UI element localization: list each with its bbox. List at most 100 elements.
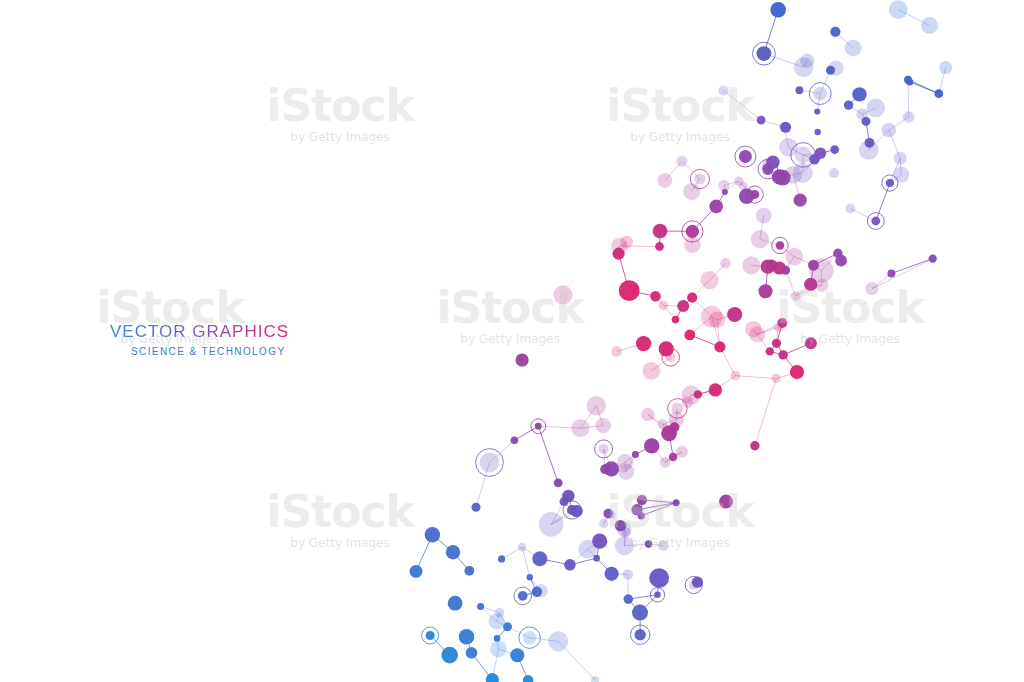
atom-dot bbox=[929, 254, 937, 262]
atom-dot bbox=[593, 555, 600, 562]
atom-dot bbox=[677, 156, 688, 167]
atom-dot bbox=[448, 596, 463, 611]
atom-dot bbox=[535, 423, 542, 430]
atom-dot bbox=[742, 256, 760, 274]
atom-dot bbox=[591, 676, 599, 682]
watermark-logo: iStock bbox=[606, 486, 753, 537]
bond-line bbox=[755, 379, 776, 446]
atom-dot bbox=[772, 339, 781, 348]
atom-dot bbox=[410, 565, 423, 578]
atom-dot bbox=[867, 99, 886, 118]
atom-dot bbox=[750, 190, 759, 199]
atom-dot bbox=[859, 140, 879, 160]
atom-ring bbox=[735, 146, 756, 167]
atom-dot bbox=[813, 87, 827, 101]
atom-dot bbox=[757, 116, 766, 125]
atom-dot bbox=[632, 605, 648, 621]
atom-dot bbox=[623, 569, 634, 580]
atom-dot bbox=[669, 453, 678, 462]
atom-ring bbox=[690, 169, 709, 188]
atom-dot bbox=[694, 173, 705, 184]
atom-ring bbox=[422, 627, 439, 644]
atom-dot bbox=[659, 301, 669, 311]
atom-dot bbox=[934, 89, 943, 98]
atom-dot bbox=[893, 167, 909, 183]
atom-dot bbox=[635, 629, 646, 640]
atom-dot bbox=[906, 78, 913, 85]
atom-dot bbox=[441, 647, 458, 664]
atom-dot bbox=[611, 346, 622, 357]
atom-dot bbox=[683, 183, 700, 200]
atom-dot bbox=[466, 647, 478, 659]
atom-dot bbox=[480, 453, 500, 473]
atom-dot bbox=[477, 603, 484, 610]
atom-dot bbox=[759, 284, 773, 298]
atom-dot bbox=[641, 408, 654, 421]
atom-dot bbox=[642, 362, 660, 380]
atom-dot bbox=[739, 150, 752, 163]
atom-dot bbox=[756, 208, 772, 224]
atom-dot bbox=[871, 217, 880, 226]
atom-ring bbox=[758, 159, 778, 179]
atom-dot bbox=[684, 330, 695, 341]
atom-ring bbox=[476, 449, 504, 477]
atom-dot bbox=[701, 271, 719, 289]
atom-dot bbox=[464, 566, 474, 576]
atom-dot bbox=[587, 396, 606, 415]
atom-dot bbox=[829, 168, 839, 178]
atom-dot bbox=[887, 269, 895, 277]
atom-ring bbox=[595, 440, 613, 458]
watermark-text: by Getty Images bbox=[290, 130, 389, 144]
atom-dot bbox=[856, 108, 868, 120]
atom-dot bbox=[632, 451, 639, 458]
atom-dot bbox=[532, 551, 547, 566]
atom-dot bbox=[845, 203, 855, 213]
atom-dot bbox=[498, 555, 505, 562]
atom-dot bbox=[731, 371, 741, 381]
atom-dot bbox=[894, 152, 907, 165]
atom-dot bbox=[830, 27, 840, 37]
atom-dot bbox=[709, 200, 723, 214]
atom-dot bbox=[775, 170, 791, 186]
atom-dot bbox=[510, 648, 524, 662]
atom-dot bbox=[426, 631, 435, 640]
atom-dot bbox=[761, 260, 775, 274]
atom-dot bbox=[750, 441, 759, 450]
atom-dot bbox=[718, 180, 729, 191]
watermark-logo: iStock bbox=[436, 282, 583, 333]
atom-dot bbox=[488, 675, 498, 682]
atom-dot bbox=[644, 438, 659, 453]
atom-dot bbox=[939, 61, 952, 74]
atom-dot bbox=[826, 66, 835, 75]
atom-dot bbox=[882, 123, 897, 138]
atom-dot bbox=[604, 461, 619, 476]
atom-dot bbox=[779, 122, 789, 132]
atom-dot bbox=[686, 225, 699, 238]
atom-dot bbox=[727, 307, 742, 322]
atom-dot bbox=[527, 574, 533, 580]
bond-line bbox=[538, 426, 558, 483]
atom-dot bbox=[490, 641, 507, 658]
atom-dot bbox=[595, 418, 611, 434]
watermark-text: by Getty Images bbox=[630, 536, 729, 550]
atom-dot bbox=[523, 675, 534, 682]
bond-line bbox=[910, 82, 939, 94]
watermark-text: by Getty Images bbox=[120, 332, 219, 346]
atom-dot bbox=[564, 559, 576, 571]
atom-dot bbox=[554, 479, 563, 488]
atom-ring bbox=[519, 627, 540, 648]
atom-dot bbox=[654, 592, 660, 598]
atom-ring bbox=[514, 587, 532, 605]
atom-dot bbox=[672, 403, 684, 415]
watermark-logo: iStock bbox=[96, 282, 243, 333]
atom-dot bbox=[689, 580, 698, 589]
atom-ring bbox=[650, 588, 664, 602]
atom-dot bbox=[794, 57, 814, 77]
atom-dot bbox=[677, 300, 689, 312]
atom-dot bbox=[486, 673, 499, 682]
atom-dot bbox=[620, 236, 633, 249]
atom-ring bbox=[631, 625, 650, 644]
atom-dot bbox=[518, 543, 527, 552]
atom-dot bbox=[852, 87, 866, 101]
atom-dot bbox=[886, 179, 894, 187]
